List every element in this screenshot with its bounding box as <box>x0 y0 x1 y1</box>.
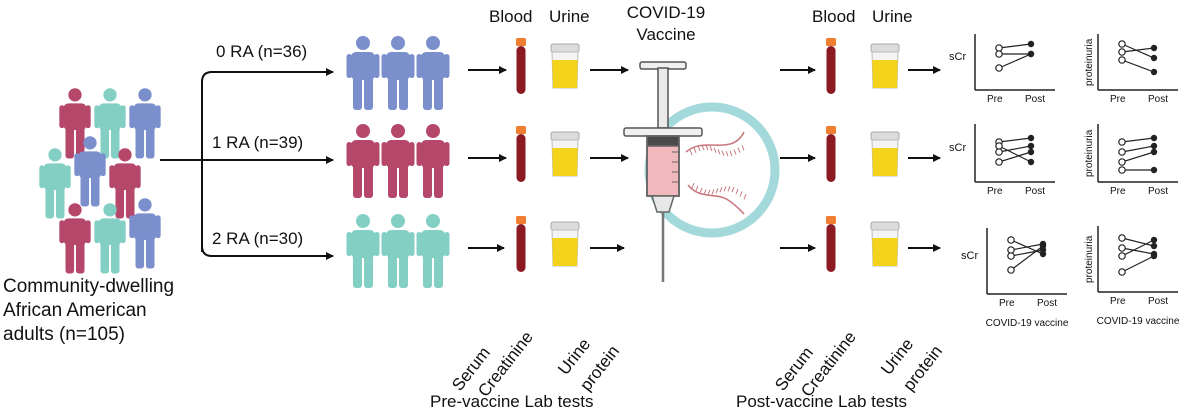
person-icon <box>94 88 126 159</box>
vaccine-label-line-1: COVID-19 <box>627 3 705 22</box>
mini-chart-post-label: Post <box>1148 186 1168 197</box>
pre-blood-tube-icon-1 <box>516 126 526 182</box>
group-0-person-icon <box>381 36 415 110</box>
sample-rows <box>468 38 941 272</box>
population-line-2: African American <box>3 300 147 321</box>
group-1-person-icon <box>416 124 450 198</box>
mini-chart-post-label: Post <box>1025 94 1045 105</box>
group-2-person-icon <box>346 214 380 288</box>
group-1-label: 1 RA (n=39) <box>212 133 303 152</box>
syringe-fluid <box>646 145 680 197</box>
population-crowd <box>39 88 161 274</box>
pre-urine-cup-icon-2 <box>550 221 580 267</box>
mini-chart-post-label: Post <box>1148 296 1168 307</box>
person-icon <box>39 148 71 219</box>
group-0-person-icon <box>346 36 380 110</box>
mini-chart-post-label: Post <box>1037 298 1057 309</box>
mini-chart-pre-label: Pre <box>999 298 1015 309</box>
post-urine-cup-icon-0 <box>870 43 900 89</box>
pre-blood-tube-icon-0 <box>516 38 526 94</box>
mini-chart-post-label: Post <box>1148 94 1168 105</box>
group-2-person-icon <box>416 214 450 288</box>
mini-chart-pre-label: Pre <box>987 186 1003 197</box>
pre-blood-header: Blood <box>489 7 532 26</box>
group-0-label: 0 RA (n=36) <box>216 42 307 61</box>
mini-chart-post-label: Post <box>1025 186 1045 197</box>
mini-chart-ylabel: sCr <box>949 51 966 63</box>
mini-chart-ylabel: proteinuria <box>1084 38 1095 86</box>
mini-chart-caption: COVID-19 vaccine <box>986 318 1069 329</box>
mini-chart-ylabel: proteinuria <box>1084 235 1095 283</box>
post-blood-tube-icon-0 <box>826 38 836 94</box>
group-people <box>346 36 450 288</box>
syringe-icon <box>623 61 780 282</box>
group-2-person-icon <box>381 214 415 288</box>
mini-chart-pre-label: Pre <box>1110 296 1126 307</box>
branch-arrows <box>160 68 334 260</box>
mini-chart-ylabel: sCr <box>961 250 978 262</box>
vaccine-label-line-2: Vaccine <box>636 25 695 44</box>
post-blood-tube-icon-2 <box>826 216 836 272</box>
mini-chart-ylabel: proteinuria <box>1084 129 1095 177</box>
pre-vaccine-section-title: Pre-vaccine Lab tests <box>430 392 593 411</box>
rna-strands-icon <box>685 131 747 215</box>
post-urine-header: Urine <box>872 7 913 26</box>
post-blood-header: Blood <box>812 7 855 26</box>
pre-urine-cup-icon-0 <box>550 43 580 89</box>
mini-chart-pre-label: Pre <box>1110 186 1126 197</box>
group-0-person-icon <box>416 36 450 110</box>
pre-blood-tube-icon-2 <box>516 216 526 272</box>
post-urine-cup-icon-1 <box>870 131 900 177</box>
pre-urine-cup-icon-1 <box>550 131 580 177</box>
post-urine-cup-icon-2 <box>870 221 900 267</box>
post-vaccine-section-title: Post-vaccine Lab tests <box>736 392 907 411</box>
mini-chart-pre-label: Pre <box>1110 94 1126 105</box>
post-blood-tube-icon-1 <box>826 126 836 182</box>
group-1-person-icon <box>381 124 415 198</box>
pre-urine-header: Urine <box>549 7 590 26</box>
group-1-person-icon <box>346 124 380 198</box>
person-icon <box>129 88 161 159</box>
plunger-stopper <box>647 136 679 146</box>
mini-chart-caption: COVID-19 vaccine <box>1097 316 1180 327</box>
mini-chart-ylabel: sCr <box>949 142 966 154</box>
population-line-1: Community-dwelling <box>3 276 174 297</box>
population-line-3: adults (n=105) <box>3 324 125 345</box>
mini-chart-pre-label: Pre <box>987 94 1003 105</box>
group-2-label: 2 RA (n=30) <box>212 229 303 248</box>
